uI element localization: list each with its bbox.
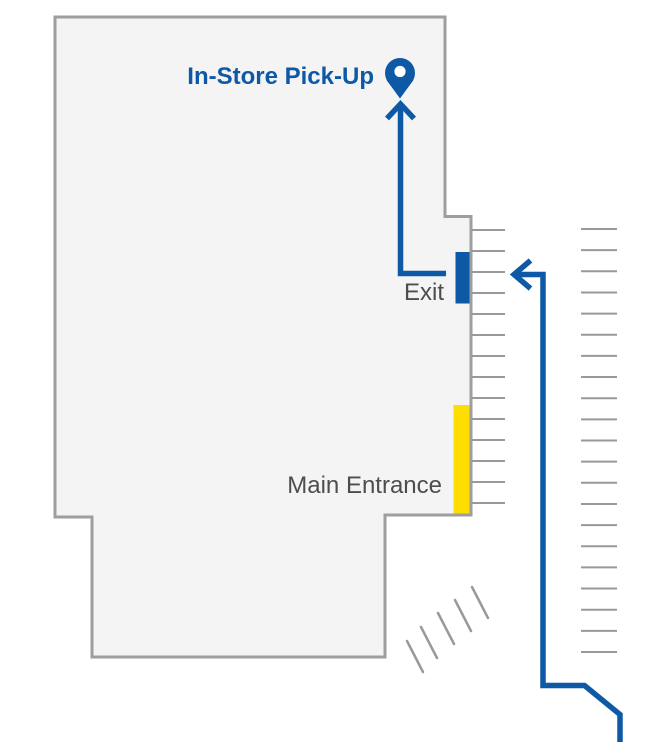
route-from-parking-path [516, 271, 623, 742]
crosswalk-hatch-line [405, 639, 425, 674]
store-building-outline [53, 15, 473, 659]
exit-door [455, 252, 470, 304]
route-up-arrowhead-icon [384, 99, 417, 121]
main-entrance-label: Main Entrance [287, 472, 442, 499]
parking-row-inner [472, 229, 505, 504]
crosswalk-hatch-line [453, 598, 473, 633]
crosswalk-hatch [405, 585, 490, 674]
crosswalk-hatch-line [436, 611, 456, 646]
pickup-label: In-Store Pick-Up [187, 63, 374, 90]
pickup-map-pin-icon [385, 58, 415, 99]
crosswalk-hatch-line [470, 585, 490, 620]
crosswalk-hatch-line [419, 625, 439, 660]
route-to-pickup-path [397, 108, 446, 277]
parking-row-outer [581, 228, 617, 653]
main-entrance-door [453, 405, 470, 514]
route-left-arrowhead-icon [509, 258, 533, 291]
exit-label: Exit [403, 279, 444, 306]
